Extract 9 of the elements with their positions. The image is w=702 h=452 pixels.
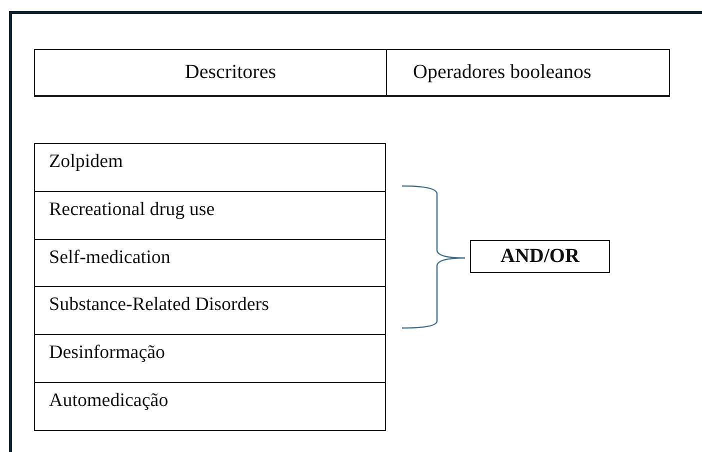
table-cell: Zolpidem (35, 144, 385, 192)
table-cell: Desinformação (35, 335, 385, 383)
column-heading: Descritores (184, 61, 276, 84)
table-cell: Self-medication (35, 240, 385, 288)
table-cell: Recreational drug use (35, 192, 385, 240)
table-cell: Automedicação (35, 382, 385, 431)
table-cell: Substance-Related Disorders (35, 287, 385, 336)
column-heading: Operadores booleanos (413, 61, 592, 84)
operator-box: AND/OR (470, 240, 610, 273)
